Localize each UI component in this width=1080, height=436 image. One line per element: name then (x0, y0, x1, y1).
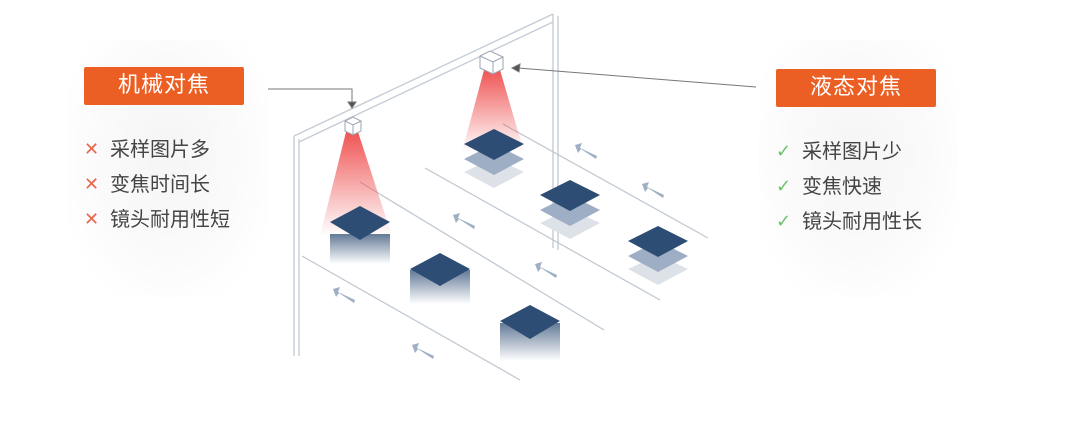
check-icon: ✓ (776, 211, 792, 232)
focused-product-boxes (464, 129, 688, 285)
liquid-focus-badge: 液态对焦 (776, 69, 936, 107)
mechanical-camera-beam (320, 132, 392, 236)
cross-icon: ✕ (84, 174, 100, 195)
list-item: ✕变焦时间长 (84, 167, 230, 202)
cross-icon: ✕ (84, 139, 100, 160)
product-box (330, 206, 390, 264)
list-item: ✓采样图片少 (776, 134, 922, 169)
liquid-camera-icon (479, 50, 504, 75)
product-box (410, 253, 470, 304)
direction-arrows (333, 143, 664, 359)
check-icon: ✓ (776, 141, 792, 162)
check-icon: ✓ (776, 176, 792, 197)
product-box (628, 226, 688, 285)
callout-lines (268, 63, 757, 109)
mechanical-camera-icon (344, 116, 362, 136)
liquid-camera-beam (462, 70, 524, 152)
list-item: ✕采样图片多 (84, 132, 230, 167)
blurred-product-boxes (330, 206, 560, 361)
mechanical-features: ✕采样图片多 ✕变焦时间长 ✕镜头耐用性短 (84, 132, 230, 237)
cross-icon: ✕ (84, 209, 100, 230)
product-box (464, 129, 524, 188)
list-item: ✓镜头耐用性长 (776, 204, 922, 239)
conveyor-lines (301, 123, 709, 381)
list-item: ✕镜头耐用性短 (84, 202, 230, 237)
list-item: ✓变焦快速 (776, 169, 922, 204)
mechanical-focus-badge: 机械对焦 (84, 67, 244, 105)
product-box (540, 180, 600, 239)
liquid-features: ✓采样图片少 ✓变焦快速 ✓镜头耐用性长 (776, 134, 922, 239)
product-box (500, 305, 560, 361)
